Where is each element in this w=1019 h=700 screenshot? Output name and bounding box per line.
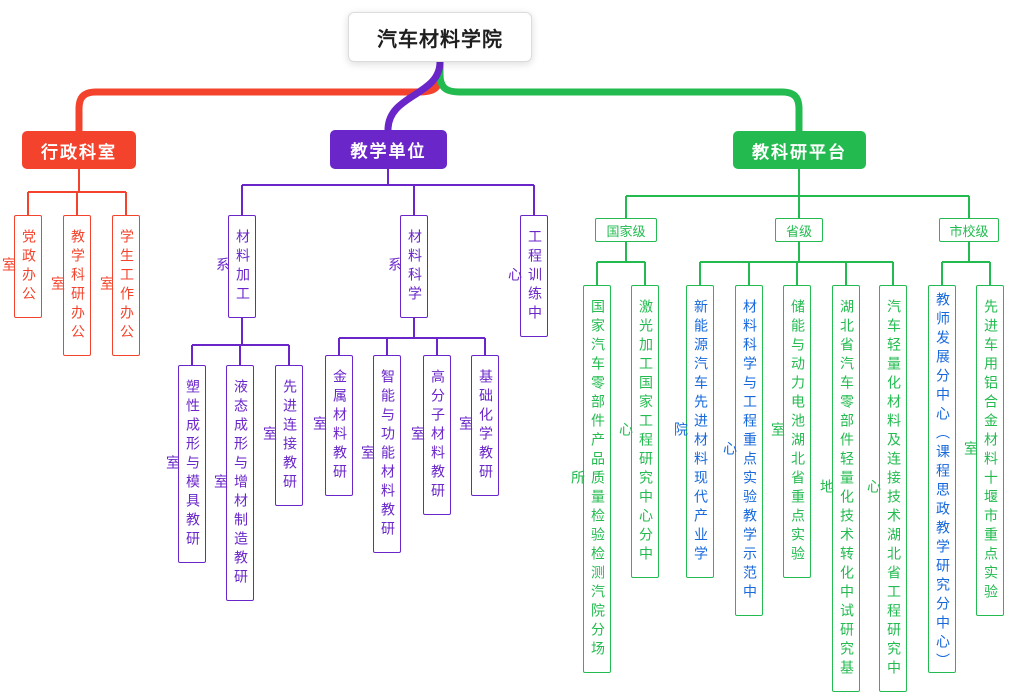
node-student-affairs-office[interactable]: 学生工作办公室 — [98, 215, 140, 356]
branch-admin-offices[interactable]: 行政科室 — [22, 131, 136, 169]
node-national-auto-parts-testing-center[interactable]: 国家汽车零部件产品质量检验检测汽院分场所 — [569, 285, 611, 673]
node-teacher-development-center[interactable]: 教师发展分中心（课程思政教学研究分中心） — [928, 285, 956, 673]
trunk-red-connector — [75, 58, 444, 135]
node-materials-processing-dept[interactable]: 材料加工系 — [214, 215, 256, 318]
node-new-energy-vehicle-materials-college[interactable]: 新能源汽车先进材料现代产业学院 — [672, 285, 714, 578]
node-laser-processing-national-center[interactable]: 激光加工国家工程研究中心分中心 — [617, 285, 659, 578]
node-energy-storage-battery-lab[interactable]: 储能与动力电池湖北省重点实验室 — [769, 285, 811, 578]
node-national-level[interactable]: 国家级 — [595, 218, 657, 242]
node-metal-materials-lab[interactable]: 金属材料教研室 — [311, 355, 353, 496]
red-subtree-connector — [27, 169, 127, 215]
node-basic-chemistry-lab[interactable]: 基础化学教研室 — [457, 355, 499, 496]
node-polymer-materials-lab[interactable]: 高分子材料教研室 — [409, 355, 451, 515]
node-liquid-forming-additive-lab[interactable]: 液态成形与增材制造教研室 — [212, 365, 254, 601]
node-materials-science-teaching-demo-center[interactable]: 材料科学与工程重点实验教学示范中心 — [721, 285, 763, 616]
node-materials-science-dept[interactable]: 材料科学系 — [386, 215, 428, 318]
node-intelligent-functional-materials-lab[interactable]: 智能与功能材料教研室 — [359, 355, 401, 553]
node-plastic-forming-mold-lab[interactable]: 塑性成形与模具教研室 — [164, 365, 206, 563]
trunk-purple-connector — [384, 58, 444, 134]
node-teaching-research-office[interactable]: 教学科研办公室 — [49, 215, 91, 356]
node-lightweight-materials-joining-center[interactable]: 汽车轻量化材料及连接技术湖北省工程研究中心 — [865, 285, 907, 692]
node-advanced-aluminum-lab[interactable]: 先进车用铝合金材料十堰市重点实验室 — [962, 285, 1004, 616]
node-engineering-training-center[interactable]: 工程训练中心 — [506, 215, 548, 337]
node-advanced-joining-lab[interactable]: 先进连接教研室 — [261, 365, 303, 506]
branch-research-platforms[interactable]: 教科研平台 — [733, 131, 866, 169]
trunk-green-connector — [436, 58, 803, 135]
node-party-government-office[interactable]: 党政办公室 — [0, 215, 42, 318]
node-hubei-lightweight-pilot-base[interactable]: 湖北省汽车零部件轻量化技术转化中试研究基地 — [818, 285, 860, 692]
node-city-school-level[interactable]: 市校级 — [939, 218, 999, 242]
node-provincial-level[interactable]: 省级 — [775, 218, 823, 242]
root-node[interactable]: 汽车材料学院 — [348, 12, 532, 62]
branch-teaching-units[interactable]: 教学单位 — [330, 130, 447, 169]
